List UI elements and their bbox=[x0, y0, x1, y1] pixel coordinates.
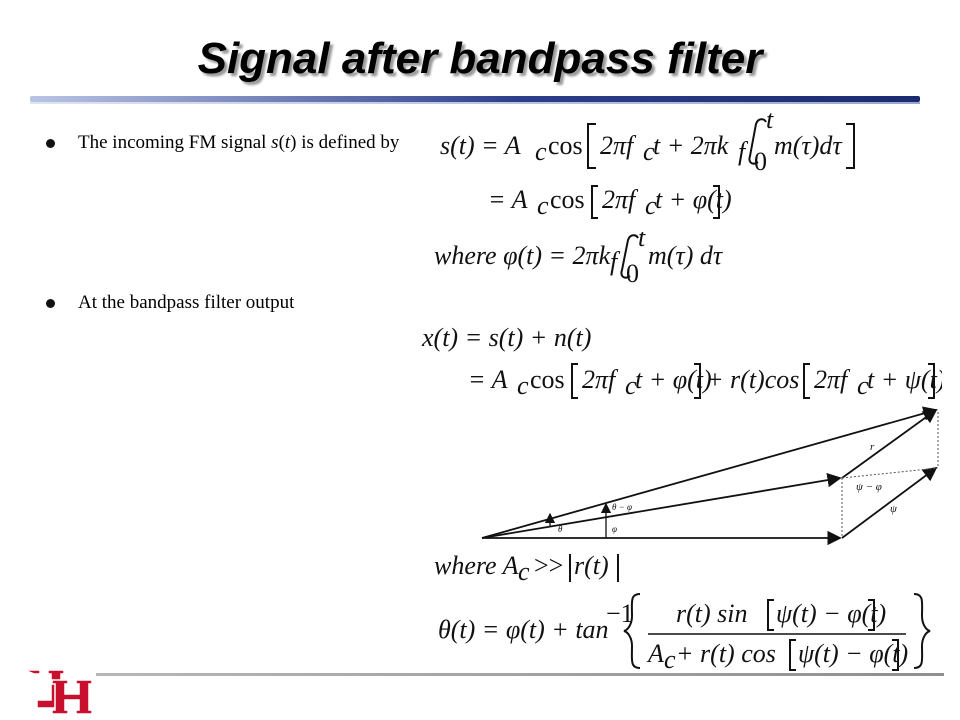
svg-text:>>: >> bbox=[534, 551, 563, 580]
phasor-diagram: r ψ − φ ψ θ θ − φ φ bbox=[481, 406, 939, 546]
bullet-dot-icon bbox=[46, 139, 55, 148]
svg-text:ψ − φ: ψ − φ bbox=[856, 481, 882, 493]
slide-title: Signal after bandpass filter bbox=[197, 34, 763, 83]
svg-text:ψ(t) − φ(t): ψ(t) − φ(t) bbox=[798, 639, 908, 668]
svg-text:cos: cos bbox=[530, 365, 565, 394]
svg-text:m(τ)dτ: m(τ)dτ bbox=[774, 131, 843, 160]
svg-text:c: c bbox=[625, 371, 637, 400]
svg-text:t + φ(t): t + φ(t) bbox=[635, 365, 712, 394]
svg-text:cos: cos bbox=[548, 131, 583, 160]
svg-text:−1: −1 bbox=[606, 599, 634, 628]
phasor-psi-vector bbox=[841, 466, 938, 539]
svg-text:θ: θ bbox=[558, 524, 563, 534]
svg-text:where A: where A bbox=[434, 551, 519, 580]
svg-text:r: r bbox=[870, 441, 875, 453]
svg-text:2πf: 2πf bbox=[600, 131, 637, 160]
svg-text:cos: cos bbox=[550, 185, 585, 214]
svg-text:c: c bbox=[517, 371, 529, 400]
svg-text:t + φ(t): t + φ(t) bbox=[655, 185, 732, 214]
svg-text:ψ: ψ bbox=[890, 503, 897, 515]
equation-phase-definition: where φ(t) = 2πk f t 0 m(τ) dτ bbox=[434, 232, 724, 284]
footer-rule bbox=[96, 673, 944, 676]
svg-text:t: t bbox=[638, 232, 646, 252]
svg-text:0: 0 bbox=[754, 147, 767, 176]
svg-text:= A: = A bbox=[488, 185, 528, 214]
bullet-incoming-signal: The incoming FM signal s(t) is defined b… bbox=[46, 130, 406, 155]
svg-text:2πf: 2πf bbox=[582, 365, 619, 394]
svg-text:t: t bbox=[766, 112, 774, 134]
svg-text:= A: = A bbox=[468, 365, 508, 394]
svg-text:t + ψ(t): t + ψ(t) bbox=[867, 365, 942, 394]
svg-text:t + 2πk: t + 2πk bbox=[653, 131, 729, 160]
svg-text:2πf: 2πf bbox=[814, 365, 851, 394]
phasor-resultant-vector bbox=[481, 406, 938, 539]
bullet-text: The incoming FM signal s(t) is defined b… bbox=[78, 132, 400, 153]
bullet-text: At the bandpass filter output bbox=[78, 292, 295, 313]
equation-theta: θ(t) = φ(t) + tan −1 r(t) sin ψ(t) − φ(t… bbox=[438, 593, 931, 672]
svg-text:θ − φ: θ − φ bbox=[612, 502, 632, 512]
bullet-bandpass-output: At the bandpass filter output bbox=[46, 290, 406, 315]
svg-text:ψ(t) − φ(t): ψ(t) − φ(t) bbox=[776, 599, 886, 628]
svg-text:+ r(t) cos: + r(t) cos bbox=[676, 639, 776, 668]
svg-text:c: c bbox=[518, 557, 530, 586]
svg-text:s(t) = A: s(t) = A bbox=[440, 131, 521, 160]
equation-filter-output: x(t) = s(t) + n(t) = A c cos 2πf c t + φ… bbox=[421, 323, 942, 400]
svg-text:A: A bbox=[646, 639, 664, 668]
svg-text:+ r(t)cos: + r(t)cos bbox=[706, 365, 799, 394]
svg-text:θ(t) = φ(t) + tan: θ(t) = φ(t) + tan bbox=[438, 615, 609, 644]
svg-text:c: c bbox=[537, 191, 549, 220]
title-underline bbox=[30, 96, 920, 104]
svg-text:0: 0 bbox=[626, 259, 639, 284]
svg-text:f: f bbox=[610, 247, 621, 276]
svg-text:r(t): r(t) bbox=[574, 551, 609, 580]
equation-condition: where A c >> r(t) bbox=[434, 551, 619, 586]
svg-text:c: c bbox=[535, 137, 547, 166]
bullet-dot-icon bbox=[46, 299, 55, 308]
svg-text:c: c bbox=[664, 645, 676, 672]
svg-text:x(t) = s(t) + n(t): x(t) = s(t) + n(t) bbox=[421, 323, 591, 352]
svg-text:2πf: 2πf bbox=[602, 185, 639, 214]
svg-text:c: c bbox=[645, 191, 657, 220]
equation-fm-signal: s(t) = A c cos 2πf c t + 2πk f t 0 m(τ)d… bbox=[440, 112, 855, 220]
svg-text:where φ(t) = 2πk: where φ(t) = 2πk bbox=[434, 241, 611, 270]
phasor-noise-vector bbox=[841, 408, 938, 479]
svg-text:c: c bbox=[857, 371, 869, 400]
phasor-signal-vector bbox=[481, 472, 842, 539]
svg-text:m(τ) dτ: m(τ) dτ bbox=[648, 241, 724, 270]
university-logo-icon bbox=[23, 669, 93, 715]
svg-text:f: f bbox=[738, 137, 749, 166]
svg-text:c: c bbox=[643, 137, 655, 166]
svg-text:φ: φ bbox=[612, 524, 617, 534]
svg-text:r(t) sin: r(t) sin bbox=[676, 599, 748, 628]
